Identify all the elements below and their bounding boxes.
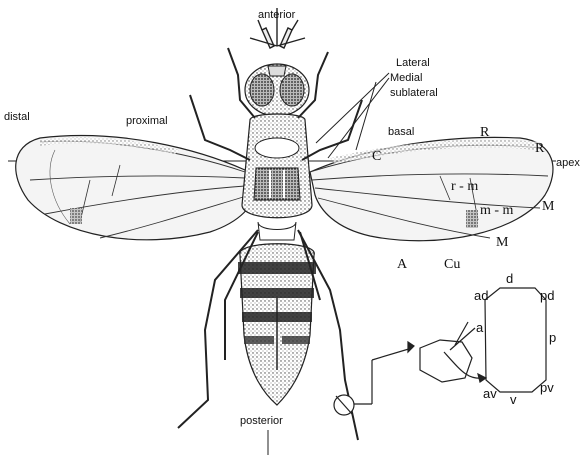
left-wing [16, 136, 255, 240]
leg-label-pd: pd [540, 288, 554, 303]
leg-label-av: av [483, 386, 497, 401]
label-apex: apex [556, 157, 580, 169]
fly-head [245, 64, 309, 116]
leg-label-pv: pv [540, 380, 554, 395]
label-basal: basal [388, 126, 414, 138]
vein-R-upper: R [480, 125, 490, 140]
label-distal: distal [4, 111, 30, 123]
label-proximal: proximal [126, 115, 168, 127]
label-sublateral: sublateral [390, 87, 438, 99]
label-lateral: Lateral [396, 57, 430, 69]
leg-label-a: a [476, 320, 484, 335]
fly-thorax [242, 114, 312, 240]
label-anterior: anterior [258, 9, 296, 21]
vein-C: C [372, 149, 381, 164]
leg-label-p: p [549, 330, 556, 345]
leg-label-d: d [506, 271, 513, 286]
vein-m-m: m - m [480, 203, 514, 218]
right-wing [310, 137, 553, 240]
leg-label-v: v [510, 392, 517, 407]
vein-r-m: r - m [451, 179, 478, 194]
vein-A: A [397, 257, 408, 272]
vein-M-lower: M [496, 235, 509, 250]
vein-R-tip: R [535, 141, 545, 156]
label-medial: Medial [390, 72, 422, 84]
fly-abdomen [238, 244, 316, 405]
leg-label-ad: ad [474, 288, 488, 303]
vein-Cu: Cu [444, 257, 460, 272]
label-posterior: posterior [240, 415, 283, 427]
vein-M-upper: M [542, 199, 555, 214]
